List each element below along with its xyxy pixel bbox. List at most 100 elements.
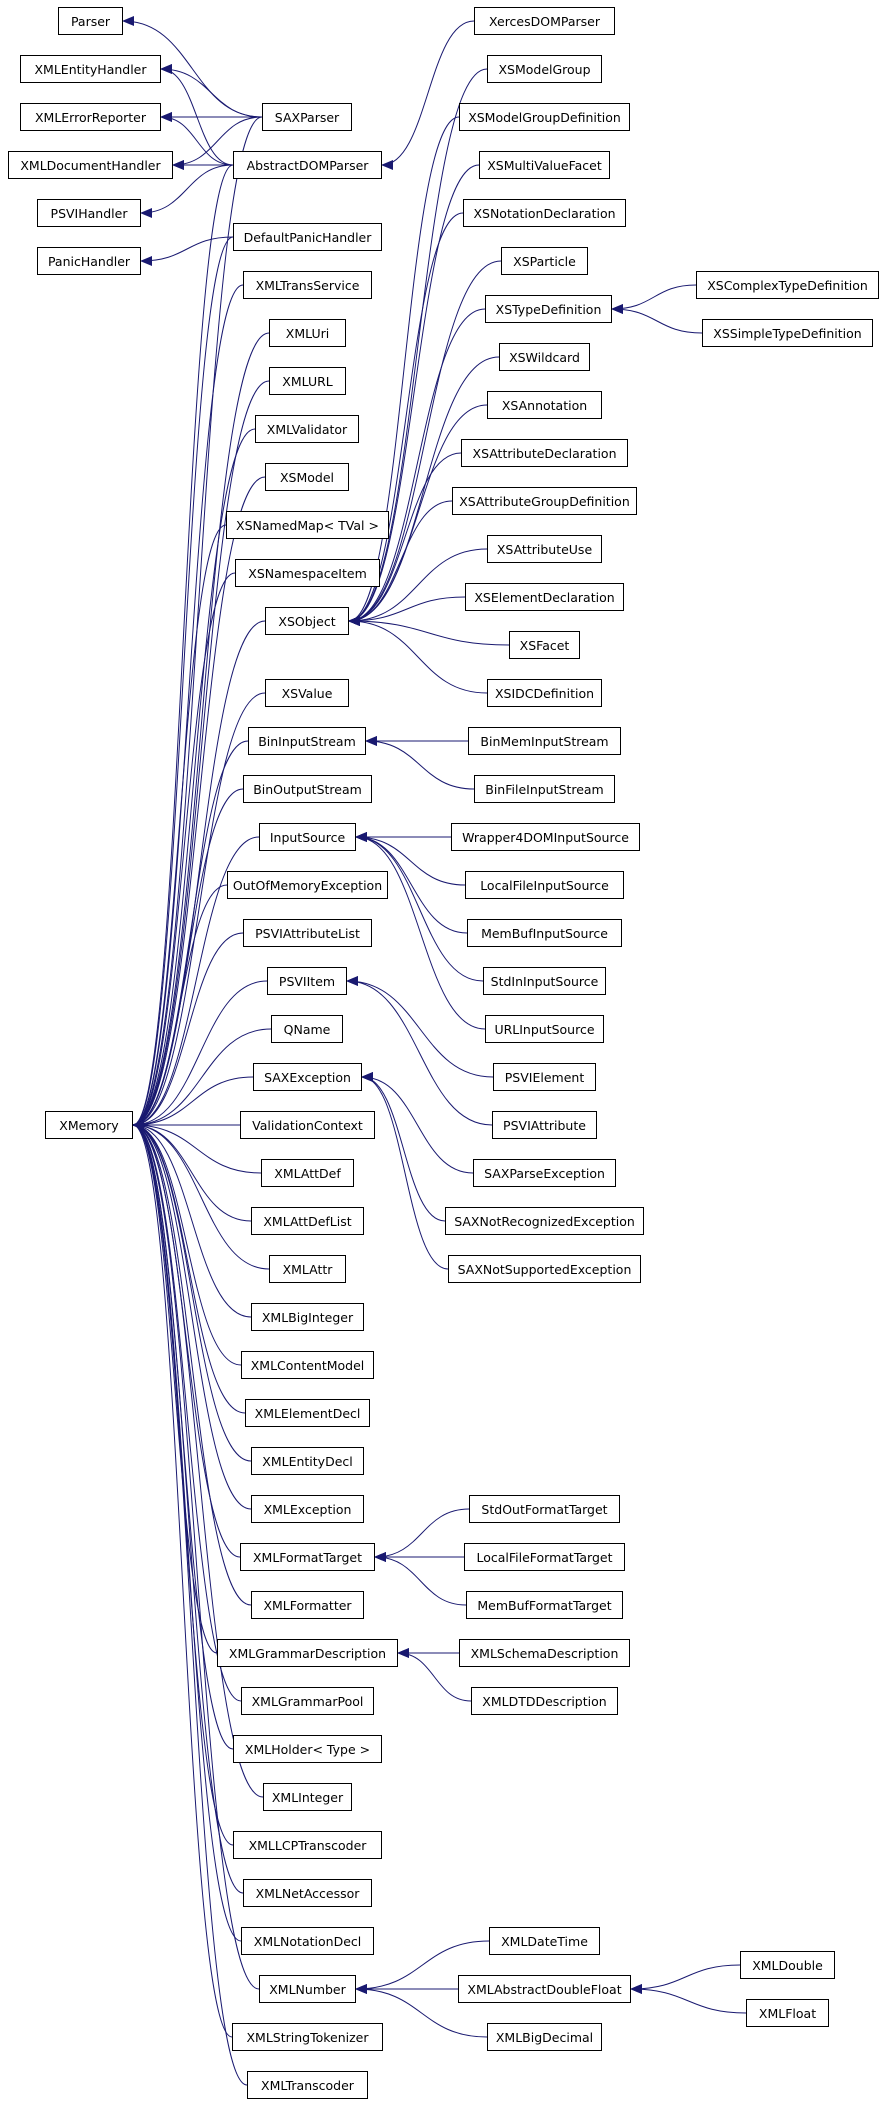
class-node-binfileinputstream[interactable]: BinFileInputStream [474, 775, 615, 803]
class-node-xselementdeclaration[interactable]: XSElementDeclaration [465, 583, 624, 611]
class-node-xsfacet[interactable]: XSFacet [509, 631, 580, 659]
class-node-saxparseexception[interactable]: SAXParseException [473, 1159, 616, 1187]
class-node-bininputstream[interactable]: BinInputStream [248, 727, 366, 755]
edge-xmldouble-to-xmlabstractdoublefloat [630, 1964, 741, 1994]
class-node-xmlbiginteger[interactable]: XMLBigInteger [251, 1303, 364, 1331]
class-node-xmlattdeflist[interactable]: XMLAttDefList [251, 1207, 364, 1235]
class-node-xsvalue[interactable]: XSValue [265, 679, 349, 707]
class-node-xmlformattarget[interactable]: XMLFormatTarget [240, 1543, 375, 1571]
edge-saxexception-to-xmemory [132, 1076, 254, 1130]
class-node-xmlnumber[interactable]: XMLNumber [259, 1975, 356, 2003]
class-node-saxnotrecognizedexception[interactable]: SAXNotRecognizedException [445, 1207, 644, 1235]
class-node-xswildcard[interactable]: XSWildcard [499, 343, 590, 371]
class-node-xsattributedeclaration[interactable]: XSAttributeDeclaration [461, 439, 628, 467]
class-node-xstypedefinition[interactable]: XSTypeDefinition [485, 295, 612, 323]
edge-saxnotsupportedexception-to-saxexception [361, 1072, 449, 1270]
class-node-psviattribute[interactable]: PSVIAttribute [492, 1111, 597, 1139]
class-node-localfileinputsource[interactable]: LocalFileInputSource [465, 871, 624, 899]
class-node-psviitem[interactable]: PSVIItem [267, 967, 347, 995]
class-node-xsmodelgroup[interactable]: XSModelGroup [487, 55, 602, 83]
class-node-xmlurl[interactable]: XMLURL [269, 367, 346, 395]
class-node-stdininputsource[interactable]: StdInInputSource [483, 967, 606, 995]
class-node-xsobject[interactable]: XSObject [265, 607, 349, 635]
class-node-xsnotationdeclaration[interactable]: XSNotationDeclaration [463, 199, 626, 227]
class-node-outofmemoryexception[interactable]: OutOfMemoryException [227, 871, 388, 899]
class-node-qname[interactable]: QName [271, 1015, 343, 1043]
edge-xsattributegroupdefinition-to-xsobject [348, 500, 453, 626]
class-node-xmlerrorreporter[interactable]: XMLErrorReporter [20, 103, 161, 131]
class-node-xmlabstractdoublefloat[interactable]: XMLAbstractDoubleFloat [458, 1975, 631, 2003]
class-node-xsidcdefinition[interactable]: XSIDCDefinition [487, 679, 602, 707]
class-node-xmlinteger[interactable]: XMLInteger [263, 1783, 352, 1811]
class-node-xsannotation[interactable]: XSAnnotation [487, 391, 602, 419]
class-node-xmldouble[interactable]: XMLDouble [740, 1951, 835, 1979]
class-node-urlinputsource[interactable]: URLInputSource [485, 1015, 604, 1043]
class-node-xsmodel[interactable]: XSModel [265, 463, 349, 491]
class-node-xmlbigdecimal[interactable]: XMLBigDecimal [487, 2023, 602, 2051]
edge-xmlattdef-to-xmemory [132, 1120, 262, 1174]
class-node-xsmultivaluefacet[interactable]: XSMultiValueFacet [479, 151, 610, 179]
class-node-xsattributeuse[interactable]: XSAttributeUse [487, 535, 602, 563]
class-node-inputsource[interactable]: InputSource [259, 823, 356, 851]
class-node-xmluri[interactable]: XMLUri [269, 319, 346, 347]
class-node-defaultpanichandler[interactable]: DefaultPanicHandler [233, 223, 382, 251]
class-node-xmllcptranscoder[interactable]: XMLLCPTranscoder [233, 1831, 382, 1859]
class-node-xmemory[interactable]: XMemory [45, 1111, 133, 1139]
class-node-xmlnetaccessor[interactable]: XMLNetAccessor [243, 1879, 372, 1907]
class-node-binoutputstream[interactable]: BinOutputStream [243, 775, 372, 803]
class-node-psvielement[interactable]: PSVIElement [493, 1063, 596, 1091]
class-node-xmltransservice[interactable]: XMLTransService [243, 271, 372, 299]
class-node-abstractdomparser[interactable]: AbstractDOMParser [233, 151, 382, 179]
class-node-wrapper4dominputsource[interactable]: Wrapper4DOMInputSource [451, 823, 640, 851]
class-node-psviattributelist[interactable]: PSVIAttributeList [243, 919, 372, 947]
class-node-xmlformatter[interactable]: XMLFormatter [251, 1591, 364, 1619]
class-node-stdoutformattarget[interactable]: StdOutFormatTarget [469, 1495, 620, 1523]
class-node-xmlnotationdecl[interactable]: XMLNotationDecl [241, 1927, 374, 1955]
class-node-saxnotsupportedexception[interactable]: SAXNotSupportedException [448, 1255, 641, 1283]
class-node-xmlschemadescription[interactable]: XMLSchemaDescription [459, 1639, 630, 1667]
class-node-xercesdomparser[interactable]: XercesDOMParser [474, 7, 615, 35]
class-node-saxparser[interactable]: SAXParser [262, 103, 352, 131]
class-node-panichandler[interactable]: PanicHandler [37, 247, 141, 275]
class-node-xmlgrammarpool[interactable]: XMLGrammarPool [241, 1687, 374, 1715]
class-node-xsmodelgroupdefinition[interactable]: XSModelGroupDefinition [459, 103, 630, 131]
class-node-validationcontext[interactable]: ValidationContext [240, 1111, 375, 1139]
edge-xmluri-to-xmemory [132, 332, 270, 1130]
edge-xsmodelgroup-to-xsobject [348, 68, 488, 626]
class-node-xmltranscoder[interactable]: XMLTranscoder [247, 2071, 368, 2099]
class-node-xmlattdef[interactable]: XMLAttDef [261, 1159, 354, 1187]
class-node-membufinputsource[interactable]: MemBufInputSource [467, 919, 622, 947]
class-node-xmlexception[interactable]: XMLException [251, 1495, 364, 1523]
edge-xsidcdefinition-to-xsobject [348, 616, 488, 694]
class-node-xssimpletypedefinition[interactable]: XSSimpleTypeDefinition [702, 319, 873, 347]
class-node-saxexception[interactable]: SAXException [253, 1063, 362, 1091]
class-node-psvihandler[interactable]: PSVIHandler [37, 199, 141, 227]
class-node-xmlcontentmodel[interactable]: XMLContentModel [241, 1351, 374, 1379]
class-node-xmlholder[interactable]: XMLHolder< Type > [233, 1735, 382, 1763]
class-node-xmldocumenthandler[interactable]: XMLDocumentHandler [8, 151, 173, 179]
class-node-xsparticle[interactable]: XSParticle [501, 247, 588, 275]
class-node-xsnamedmap[interactable]: XSNamedMap< TVal > [226, 511, 389, 539]
class-node-parser[interactable]: Parser [58, 7, 123, 35]
class-node-xsattributegroupdefinition[interactable]: XSAttributeGroupDefinition [452, 487, 637, 515]
edge-xmltransservice-to-xmemory [132, 284, 244, 1130]
class-node-xmlentityhandler[interactable]: XMLEntityHandler [20, 55, 161, 83]
class-node-xmlgrammardescription[interactable]: XMLGrammarDescription [217, 1639, 398, 1667]
class-node-xmlfloat[interactable]: XMLFloat [746, 1999, 829, 2027]
class-node-binmeminputstream[interactable]: BinMemInputStream [468, 727, 621, 755]
class-node-membufformattarget[interactable]: MemBufFormatTarget [466, 1591, 623, 1619]
class-node-xscomplextypedefinition[interactable]: XSComplexTypeDefinition [696, 271, 879, 299]
class-node-xmldtddescription[interactable]: XMLDTDDescription [471, 1687, 618, 1715]
edge-xmlnotationdecl-to-xmemory [132, 1120, 242, 1942]
class-node-xsnamespaceitem[interactable]: XSNamespaceItem [235, 559, 380, 587]
class-node-xmlentitydecl[interactable]: XMLEntityDecl [251, 1447, 364, 1475]
class-node-xmlvalidator[interactable]: XMLValidator [255, 415, 359, 443]
edge-psviitem-to-xmemory [132, 980, 268, 1130]
class-node-xmlelementdecl[interactable]: XMLElementDecl [245, 1399, 370, 1427]
class-node-localfileformattarget[interactable]: LocalFileFormatTarget [464, 1543, 625, 1571]
class-node-xmlstringtokenizer[interactable]: XMLStringTokenizer [232, 2023, 383, 2051]
edge-membufformattarget-to-xmlformattarget [374, 1552, 467, 1606]
class-node-xmldatetime[interactable]: XMLDateTime [489, 1927, 600, 1955]
class-node-xmlattr[interactable]: XMLAttr [269, 1255, 346, 1283]
